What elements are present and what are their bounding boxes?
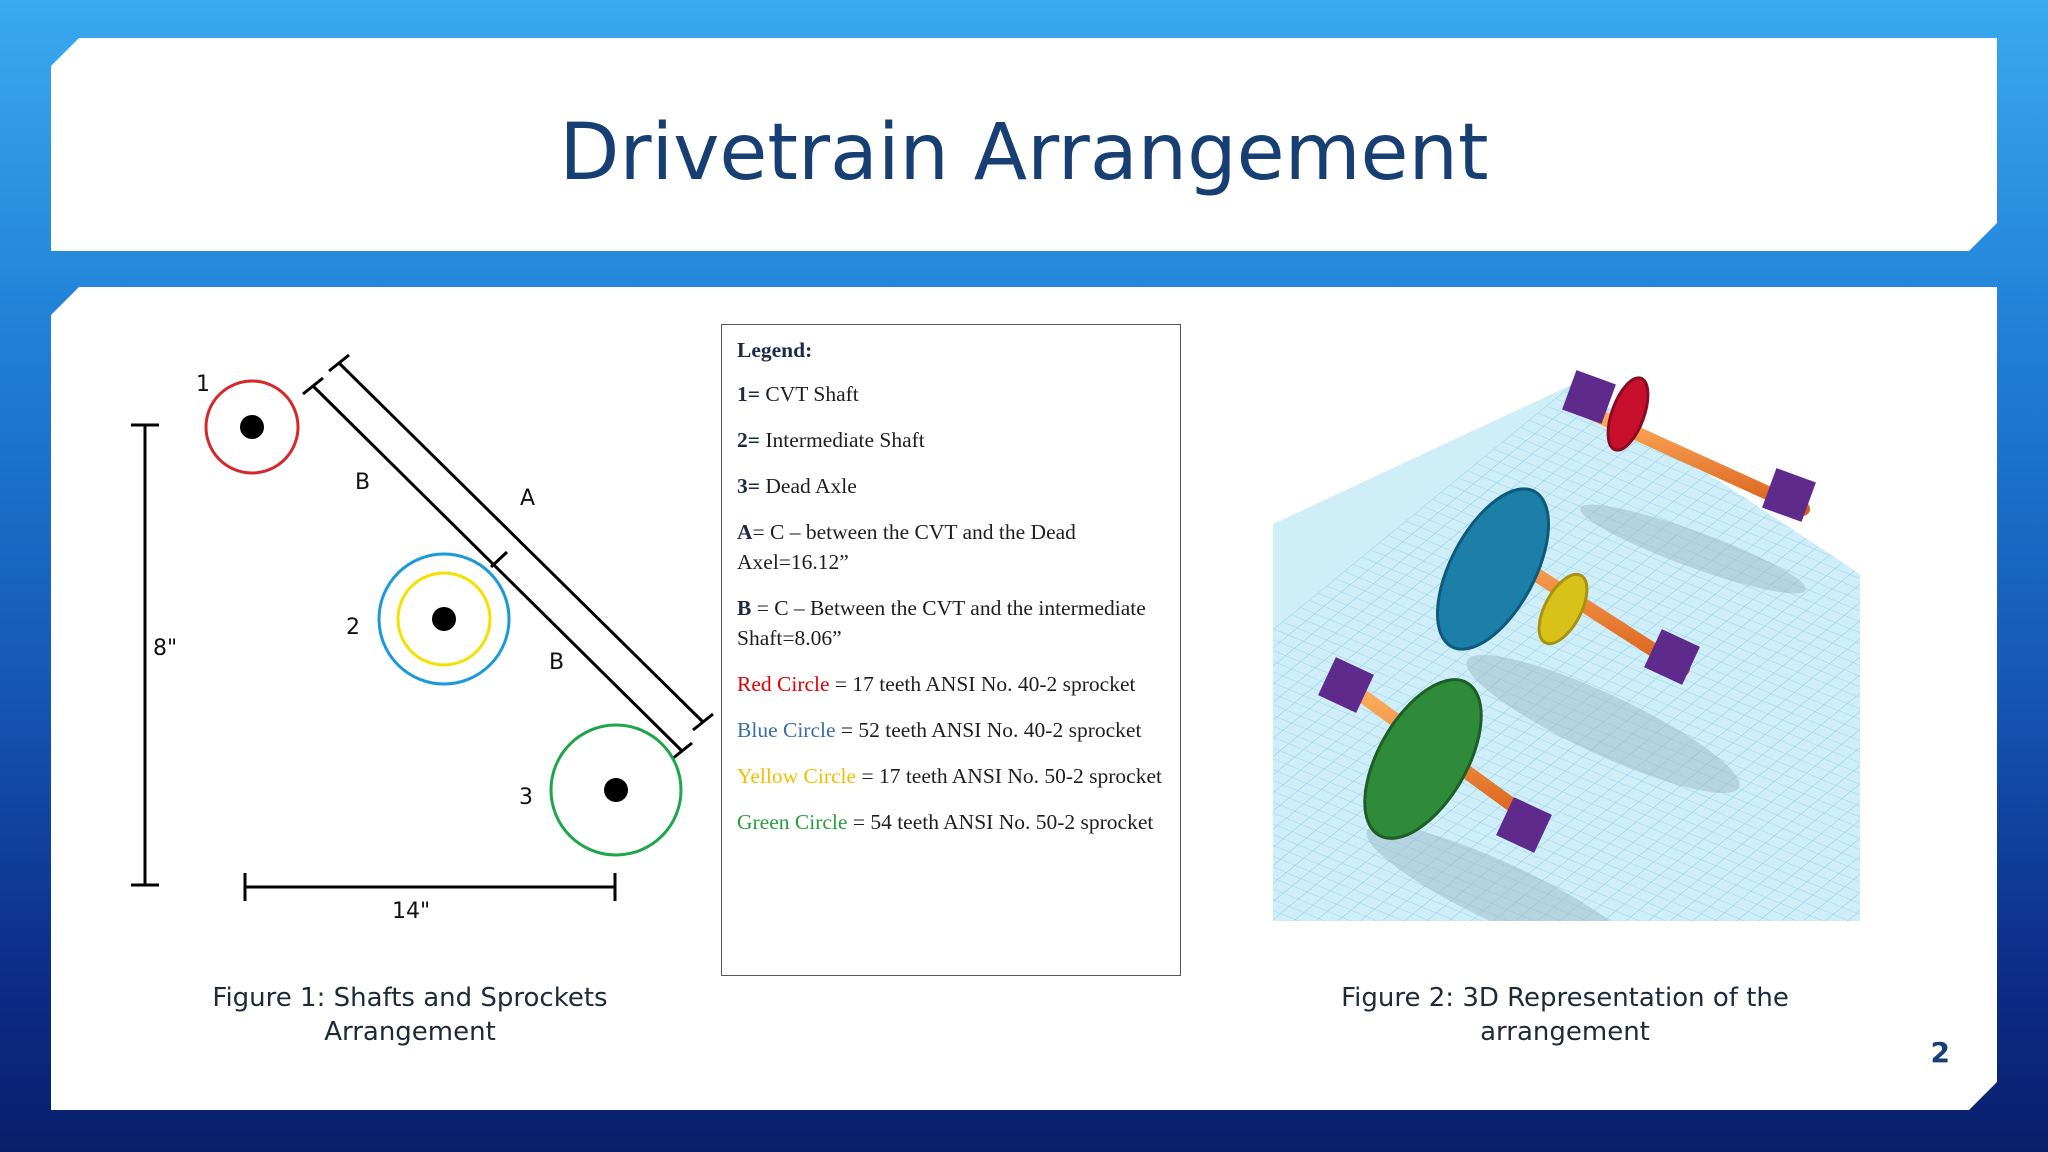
bearing-block <box>1496 797 1552 853</box>
legend-color-item: Yellow Circle = 17 teeth ANSI No. 50-2 s… <box>737 764 1162 788</box>
legend-item: 1= CVT Shaft <box>737 382 859 406</box>
bearing-block <box>1562 370 1616 424</box>
dimension-b-label-lower: B <box>549 650 564 675</box>
legend-color-item: Red Circle = 17 teeth ANSI No. 40-2 spro… <box>737 672 1136 696</box>
figure-2-caption: Figure 2: 3D Representation of the arran… <box>1341 983 1789 1047</box>
width-dimension-label: 14" <box>392 899 430 924</box>
green-sprocket-3d <box>1363 678 1483 840</box>
title-panel <box>51 38 1997 251</box>
green-sprocket <box>549 723 683 857</box>
shaft-1-dot <box>240 415 264 439</box>
dimension-b-midpoint-tick <box>489 550 509 569</box>
figure-1-caption: Figure 1: Shafts and Sprockets Arrangeme… <box>212 983 608 1047</box>
bearing-block <box>1318 657 1374 713</box>
legend-item: 2= Intermediate Shaft <box>737 428 925 452</box>
dimension-a-cap-top <box>328 353 350 373</box>
dimension-b-cap-bottom <box>671 741 693 761</box>
red-sprocket-3d <box>1606 376 1650 452</box>
dimension-b-cap-top <box>302 376 324 396</box>
legend-item: 3= Dead Axle <box>737 474 857 498</box>
legend-title: Legend: <box>737 338 813 362</box>
slide-title: Drivetrain Arrangement <box>559 108 1489 198</box>
shaft-3-label: 3 <box>519 785 533 810</box>
yellow-sprocket <box>396 571 492 667</box>
blue-sprocket <box>377 552 511 686</box>
legend-color-item: Green Circle = 54 teeth ANSI No. 50-2 sp… <box>737 810 1154 834</box>
bearing-block <box>1762 468 1816 522</box>
legend-color-item: Blue Circle = 52 teeth ANSI No. 40-2 spr… <box>737 718 1142 742</box>
blue-sprocket-3d <box>1435 487 1551 651</box>
shaft-2-dot <box>432 607 456 631</box>
shaft-2-label: 2 <box>346 615 360 640</box>
legend-item: A= C – between the CVT and the Dead Axel… <box>737 520 1076 574</box>
yellow-sprocket-3d <box>1537 572 1589 646</box>
bearing-block <box>1644 629 1700 685</box>
red-sprocket <box>204 379 300 475</box>
3d-representation-image <box>1273 324 1860 921</box>
legend-item: B = C – Between the CVT and the intermed… <box>737 596 1146 650</box>
shaft-3-dot <box>604 778 628 802</box>
shafts-sprockets-diagram: 1 2 3 B A B 8" 14" <box>131 353 714 924</box>
dimension-b-line <box>311 384 684 753</box>
page-number: 2 <box>1930 1036 1950 1069</box>
dimension-a-label: A <box>520 486 535 511</box>
dimension-a-line <box>337 361 705 724</box>
dimension-a-cap-bottom <box>692 712 714 732</box>
legend-box: Legend: 1= CVT Shaft 2= Intermediate Sha… <box>721 324 1181 976</box>
dimension-b-label-upper: B <box>355 470 370 495</box>
height-dimension-label: 8" <box>153 636 177 661</box>
shaft-1-label: 1 <box>196 372 210 397</box>
grid-lines <box>1273 384 1860 921</box>
